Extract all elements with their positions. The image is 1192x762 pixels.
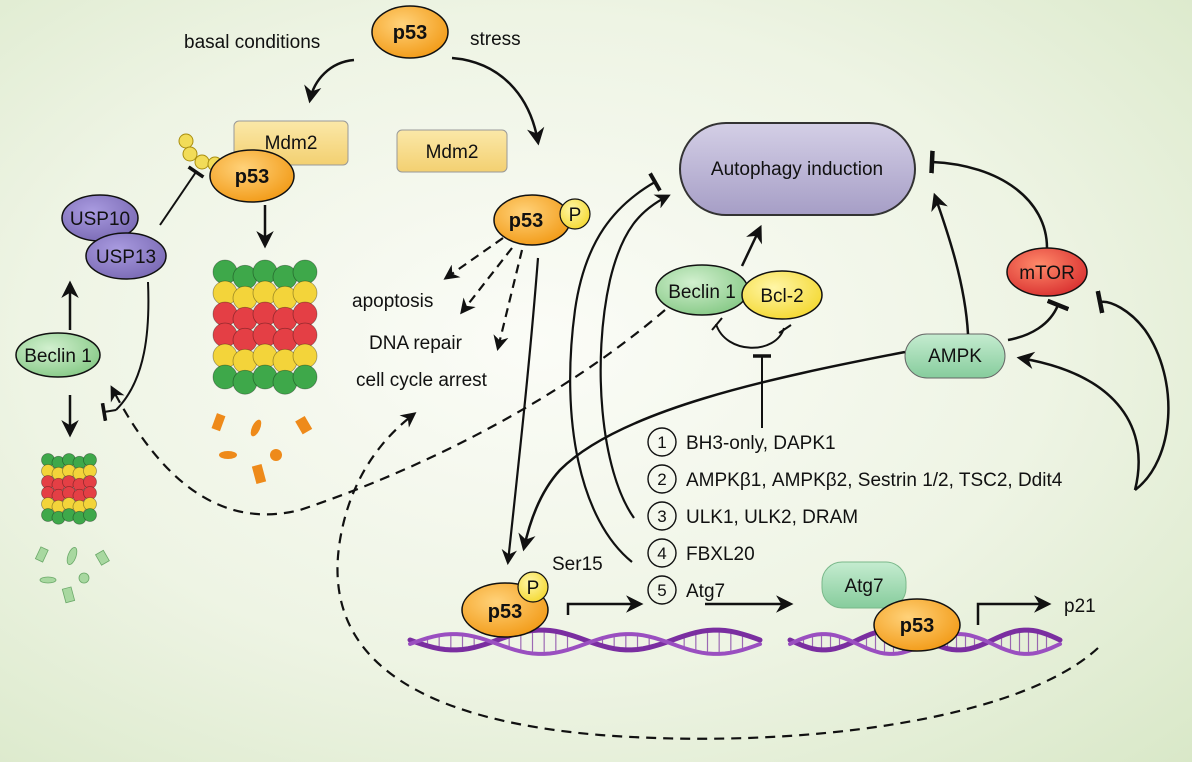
p53-atg7-complex: p53: [873, 598, 961, 652]
autophagy-induction-node: Autophagy induction: [679, 122, 916, 216]
target-number: 5: [657, 581, 666, 600]
target-gene-list: 1 BH3-only, DAPK1 2 AMPKβ1, AMPKβ2, Sestrin…: [647, 427, 1063, 605]
ampk-node: AMPK: [904, 333, 1006, 379]
target-item-2: 2 AMPKβ1, AMPKβ2, Sestrin 1/2, TSC2, Ddit…: [647, 464, 1063, 494]
dna-helix-left: [407, 627, 763, 656]
beclin-to-autophagy-arrow: [740, 224, 762, 267]
to-apoptosis-arrow: [443, 237, 504, 280]
ampk-inhibits-mtor: [1007, 298, 1070, 342]
svg-text:P: P: [527, 578, 540, 599]
p53-on-dna: p53 P: [461, 571, 549, 638]
fbxl20-inhibits-autophagy: [569, 172, 662, 563]
ampk-to-autophagy-arrow: [931, 192, 970, 335]
p53-ubiquitinated: p53: [209, 149, 295, 203]
transcription-arrow-left: [566, 595, 644, 615]
svg-text:Autophagy induction: Autophagy induction: [711, 159, 883, 180]
usp13-node: USP13: [85, 232, 167, 280]
ser15-label: Ser15: [552, 554, 603, 575]
target-text: Atg7: [686, 581, 725, 602]
svg-text:mTOR: mTOR: [1019, 263, 1075, 284]
target-text: FBXL20: [686, 544, 755, 565]
svg-text:P: P: [569, 205, 582, 226]
svg-text:USP13: USP13: [96, 247, 156, 268]
bracket-tick-left: [711, 317, 723, 331]
svg-text:USP10: USP10: [70, 209, 130, 230]
target-number: 4: [657, 544, 666, 563]
peptide-fragments-large: [211, 413, 313, 484]
target-number-circle: [647, 538, 677, 568]
cytoplasmic-p53-to-beclin-dashed: [110, 309, 666, 516]
beclin1-right-node: Beclin 1: [655, 264, 749, 316]
mtor-inhibits-autophagy: [929, 150, 1049, 249]
target-number: 3: [657, 507, 666, 526]
svg-text:p53: p53: [509, 210, 543, 232]
bracket-tick-right: [778, 324, 792, 334]
peptide-fragments-small: [34, 546, 110, 604]
to-dna-repair-arrow: [460, 247, 513, 315]
target-number-circle: [647, 427, 677, 457]
to-cell-cycle-arrow: [493, 249, 524, 351]
basal-conditions-label: basal conditions: [184, 32, 320, 53]
target-number: 2: [657, 470, 666, 489]
p53-phosphorylated: p53 P: [493, 194, 591, 246]
beclin-bcl2-bracket: [715, 323, 785, 349]
svg-text:Bcl-2: Bcl-2: [760, 286, 803, 307]
atg7-node: Atg7: [821, 561, 907, 609]
target-text: AMPKβ1, AMPKβ2, Sestrin 1/2, TSC2, Ddit4: [686, 470, 1063, 491]
usp-inhibits-mdm2: [159, 165, 205, 226]
svg-text:p53: p53: [900, 615, 934, 637]
svg-text:Beclin 1: Beclin 1: [668, 282, 736, 303]
proteasome-small: [41, 453, 97, 525]
outcome-cell-cycle-arrest: cell cycle arrest: [356, 370, 488, 391]
transcription-arrow-right: [976, 595, 1052, 625]
svg-text:p53: p53: [235, 166, 269, 188]
p53-top-node: p53: [371, 5, 449, 59]
proteasome-large: [212, 259, 318, 395]
stress-arrow: [451, 56, 545, 146]
targets-to-ampk-arrow: [1016, 351, 1140, 491]
ulk-to-autophagy-arrow: [599, 194, 671, 519]
svg-text:Beclin 1: Beclin 1: [24, 346, 92, 367]
targets-inhibit-mtor: [1095, 290, 1170, 491]
target-number: 1: [657, 433, 666, 452]
target-number-circle: [647, 575, 677, 605]
usp-inhibits-small-proteasome: [100, 402, 117, 422]
target-item-1: 1 BH3-only, DAPK1: [647, 427, 836, 457]
target-text: BH3-only, DAPK1: [686, 433, 836, 454]
target-item-3: 3 ULK1, ULK2, DRAM: [647, 501, 858, 531]
svg-text:p53: p53: [488, 601, 522, 623]
svg-text:Mdm2: Mdm2: [265, 133, 318, 154]
target-text: ULK1, ULK2, DRAM: [686, 507, 858, 528]
outcome-dna-repair: DNA repair: [369, 333, 463, 354]
svg-text:Mdm2: Mdm2: [426, 142, 479, 163]
p21-to-cell-cycle-dashed: [336, 412, 1099, 740]
usp-to-beclin-line: [115, 281, 150, 411]
mdm2-free-box: Mdm2: [396, 129, 508, 173]
basal-arrow: [304, 58, 355, 104]
usp10-node: USP10: [61, 194, 139, 242]
bcl2-node: Bcl-2: [741, 270, 823, 320]
target-number-circle: [647, 464, 677, 494]
p21-label: p21: [1064, 596, 1096, 617]
target-number-circle: [647, 501, 677, 531]
outcome-apoptosis: apoptosis: [352, 291, 433, 312]
svg-text:p53: p53: [393, 22, 427, 44]
p53-to-nucleus-arrow: [501, 257, 540, 566]
svg-text:AMPK: AMPK: [928, 346, 982, 367]
beclin1-left-node: Beclin 1: [15, 332, 101, 378]
target-item-4: 4 FBXL20: [647, 538, 755, 568]
target-item-5: 5 Atg7: [647, 575, 725, 605]
svg-text:Atg7: Atg7: [844, 576, 883, 597]
mtor-node: mTOR: [1006, 247, 1088, 297]
stress-label: stress: [470, 29, 521, 50]
